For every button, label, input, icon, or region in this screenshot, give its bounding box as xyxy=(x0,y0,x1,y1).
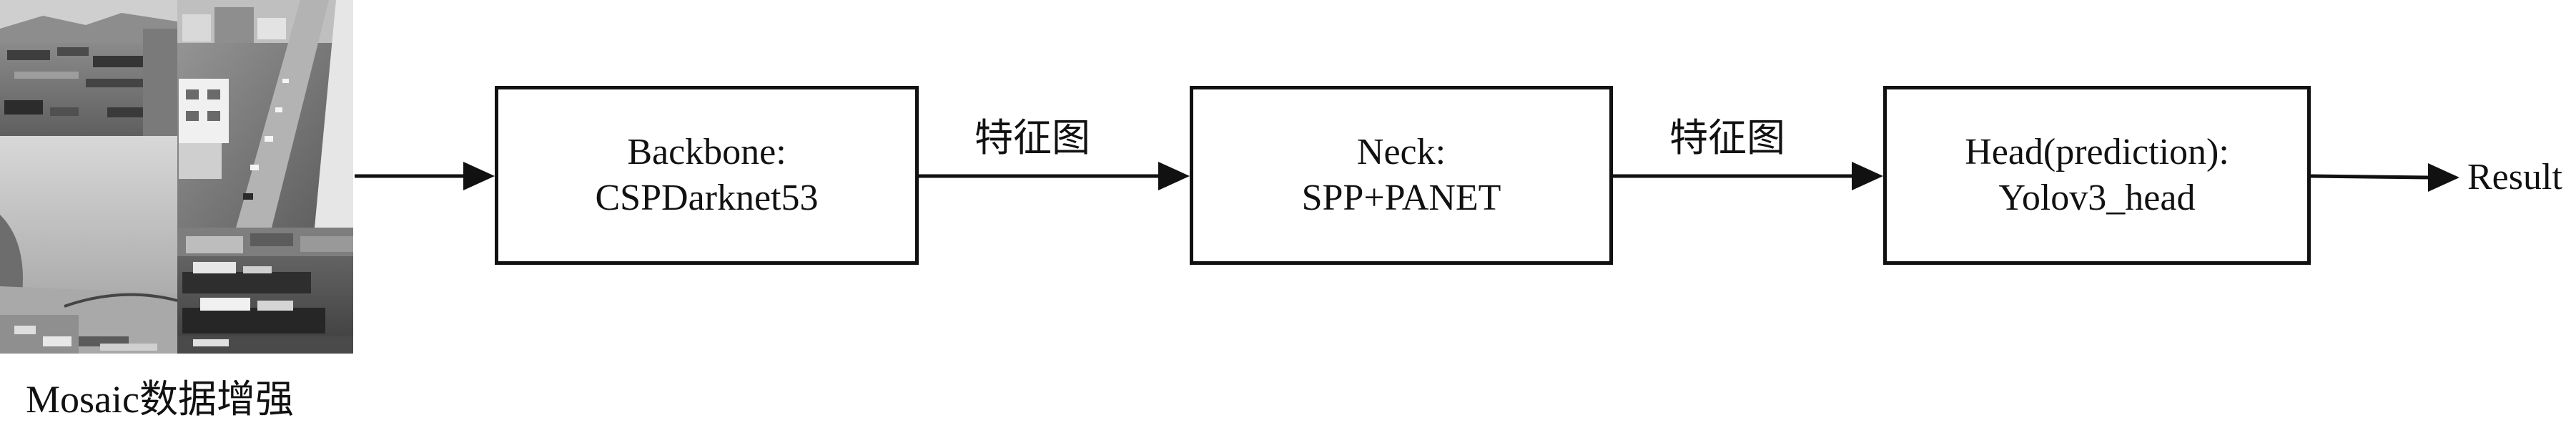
feature-map-label-2: 特征图 xyxy=(1669,117,1785,160)
backbone-title: Backbone: xyxy=(627,132,786,172)
feature-map-label-1: 特征图 xyxy=(974,117,1090,160)
result-label: Result xyxy=(2467,157,2562,198)
neck-title: Neck: xyxy=(1356,132,1446,172)
mosaic-image xyxy=(0,0,353,354)
mosaic-tile-harbor-top-left xyxy=(0,0,177,136)
neck-box: Neck: SPP+PANET xyxy=(1190,86,1613,265)
neck-name: SPP+PANET xyxy=(1301,177,1501,218)
mosaic-tiles xyxy=(0,0,353,354)
arrow-image-to-backbone xyxy=(355,162,495,190)
mosaic-tile-ships-bottom-right xyxy=(177,228,353,354)
mosaic-tile-street-top-right xyxy=(177,0,353,228)
backbone-box: Backbone: CSPDarknet53 xyxy=(495,86,919,265)
arrow-backbone-to-neck xyxy=(919,162,1190,190)
head-box: Head(prediction): Yolov3_head xyxy=(1883,86,2311,265)
head-name: Yolov3_head xyxy=(1998,177,2196,218)
arrow-head-to-result xyxy=(2310,163,2459,192)
mosaic-tile-shore-bottom-left xyxy=(0,136,178,354)
arrow-neck-to-head xyxy=(1613,162,1883,190)
backbone-name: CSPDarknet53 xyxy=(595,177,819,218)
head-title: Head(prediction): xyxy=(1965,132,2229,172)
mosaic-caption: Mosaic数据增强 xyxy=(26,378,294,421)
